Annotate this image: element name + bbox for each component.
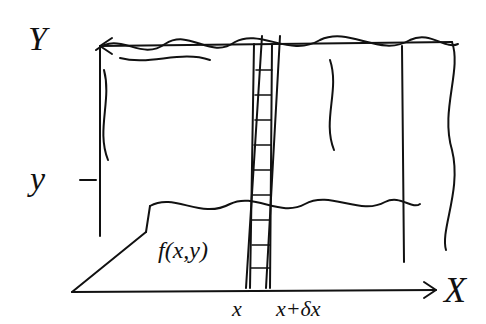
- box-edge: [72, 232, 146, 292]
- surface-curve: [120, 57, 210, 61]
- slab-hatching: [251, 70, 272, 268]
- surface-curve: [103, 70, 108, 160]
- tick-mark: [80, 179, 96, 181]
- axis-label: y: [30, 162, 45, 196]
- slab-edge: [270, 44, 272, 288]
- slab-edge: [266, 36, 280, 288]
- surface-curve: [96, 36, 458, 50]
- surface-curve: [150, 200, 420, 209]
- arrow-head: [424, 282, 436, 298]
- box-edge: [146, 206, 150, 232]
- axis-label: X: [444, 272, 466, 308]
- slab-edge: [246, 36, 262, 288]
- axis-label: Y: [28, 22, 47, 56]
- axis-label: x+δx: [276, 298, 321, 320]
- surface-curve: [445, 42, 455, 250]
- axis-label: x: [232, 298, 242, 320]
- box-edge: [99, 46, 101, 236]
- x-axis: [72, 290, 436, 292]
- function-label: f(x,y): [158, 238, 208, 262]
- surface-curve: [330, 60, 334, 150]
- box-edge: [402, 46, 404, 262]
